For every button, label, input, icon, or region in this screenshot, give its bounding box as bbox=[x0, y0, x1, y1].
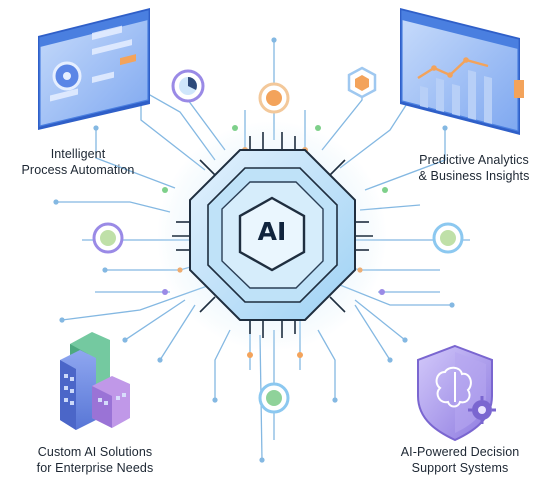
automation-dashboard-icon bbox=[38, 8, 150, 130]
feature-label-decision-support: AI-Powered Decision Support Systems bbox=[380, 444, 540, 476]
bottom-node-icon bbox=[258, 382, 290, 414]
enterprise-buildings-icon bbox=[60, 332, 130, 430]
hexagon-icon bbox=[347, 66, 377, 99]
feature-label-process-automation: Intelligent Process Automation bbox=[8, 146, 148, 178]
ai-chip bbox=[157, 121, 387, 351]
feature-label-line: Predictive Analytics bbox=[419, 153, 529, 167]
left-node-icon bbox=[92, 222, 124, 254]
brain-shield-icon bbox=[417, 344, 496, 442]
feature-label-custom-solutions: Custom AI Solutions for Enterprise Needs bbox=[20, 444, 170, 476]
feature-label-predictive-analytics: Predictive Analytics & Business Insights bbox=[404, 152, 543, 184]
feature-label-line: Intelligent bbox=[50, 147, 106, 161]
feature-label-line: Custom AI Solutions bbox=[37, 445, 153, 459]
feature-label-line: Support Systems bbox=[411, 461, 509, 475]
right-node-icon bbox=[432, 222, 464, 254]
feature-label-line: & Business Insights bbox=[418, 169, 530, 183]
feature-label-line: for Enterprise Needs bbox=[36, 461, 154, 475]
cube-icon bbox=[258, 82, 290, 114]
pie-chart-icon bbox=[171, 69, 205, 103]
feature-label-line: Process Automation bbox=[21, 163, 135, 177]
analytics-chart-icon bbox=[400, 8, 524, 135]
ai-core-label: AI bbox=[257, 217, 287, 246]
feature-label-line: AI-Powered Decision bbox=[400, 445, 520, 459]
